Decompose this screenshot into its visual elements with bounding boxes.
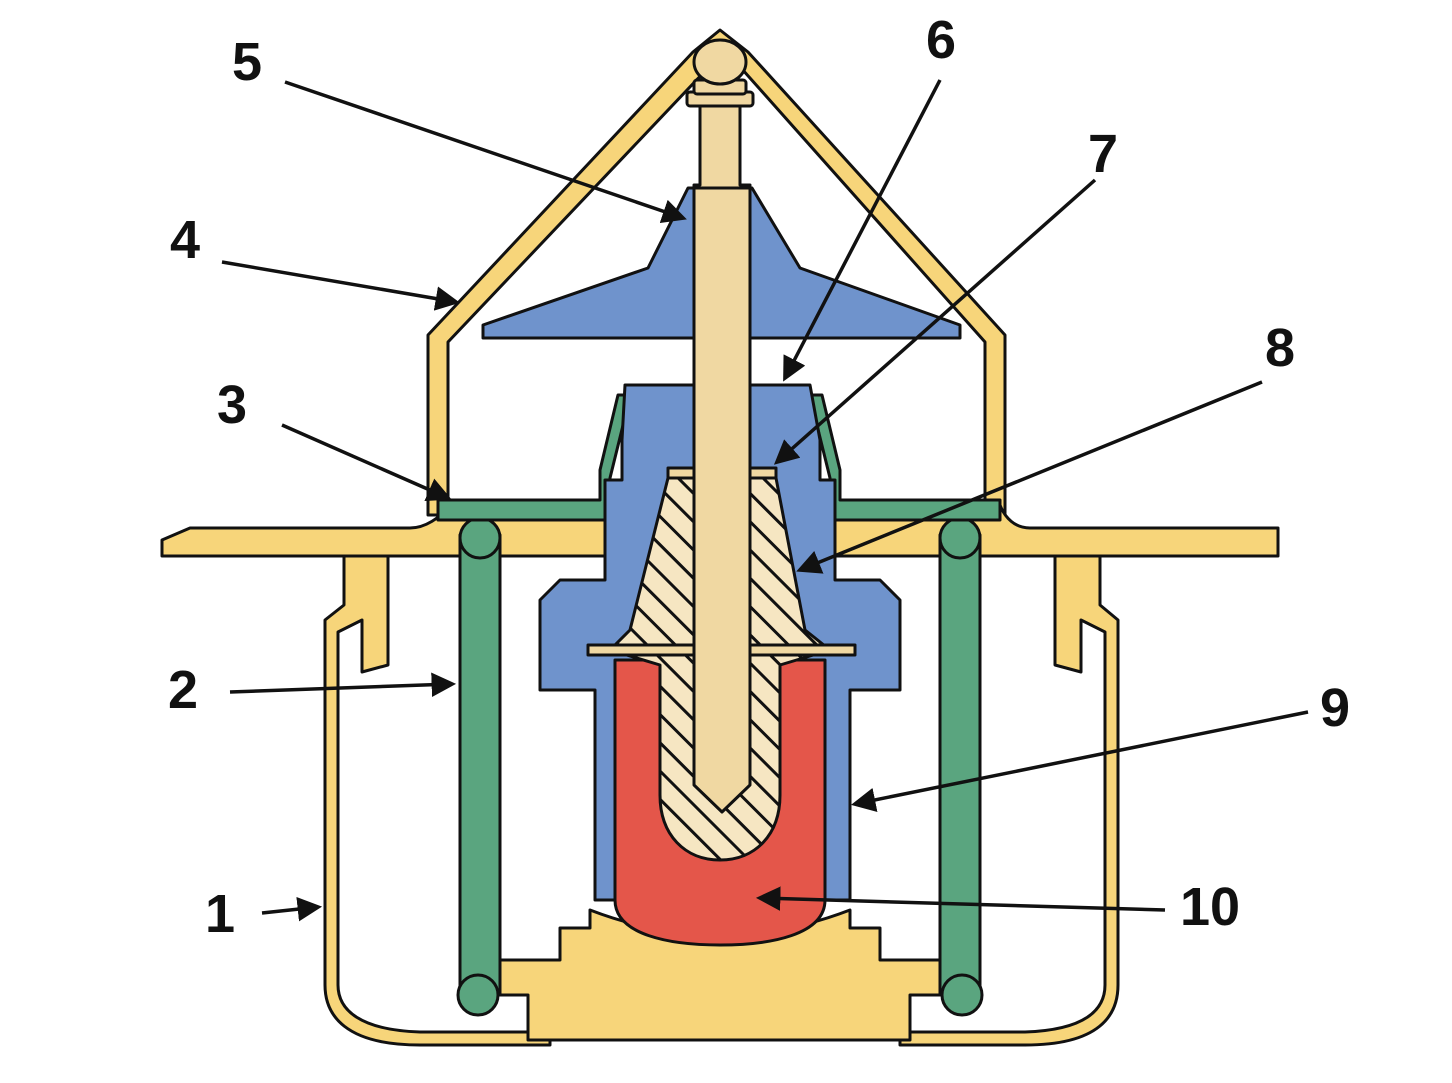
arrow-8 — [796, 380, 1263, 574]
arrow-10 — [755, 886, 1166, 912]
label-7: 7 — [1088, 124, 1118, 184]
label-6: 6 — [926, 10, 956, 70]
arrow-1 — [261, 896, 323, 922]
label-3: 3 — [217, 375, 247, 435]
label-4: 4 — [170, 210, 200, 270]
label-8: 8 — [1265, 318, 1295, 378]
lower-frame — [323, 554, 552, 1047]
arrow-6 — [783, 79, 942, 382]
arrow-9 — [850, 710, 1309, 812]
label-1: 1 — [205, 884, 235, 944]
label-9: 9 — [1320, 678, 1350, 738]
arrow-5 — [284, 80, 687, 223]
lower-frame-right — [898, 554, 1120, 1047]
spring-right-column — [938, 533, 982, 997]
arrow-4 — [221, 260, 461, 311]
arrow-2 — [229, 672, 457, 697]
spring-coil-left-bottom — [456, 973, 500, 1017]
part-labels: 1 2 3 4 5 6 7 8 9 10 — [168, 10, 1350, 944]
spring-left-column — [458, 533, 502, 997]
leader-arrows — [221, 79, 1309, 922]
label-5: 5 — [232, 32, 262, 92]
arrow-3 — [281, 423, 452, 501]
spring-coil-right-top — [938, 516, 982, 560]
pin-head — [692, 38, 748, 86]
spring-coil-left-top — [458, 516, 502, 560]
label-10: 10 — [1180, 877, 1240, 937]
label-2: 2 — [168, 660, 198, 720]
arrow-7 — [773, 178, 1097, 465]
spring-coil-right-bottom — [940, 973, 984, 1017]
center-pin — [692, 98, 752, 814]
